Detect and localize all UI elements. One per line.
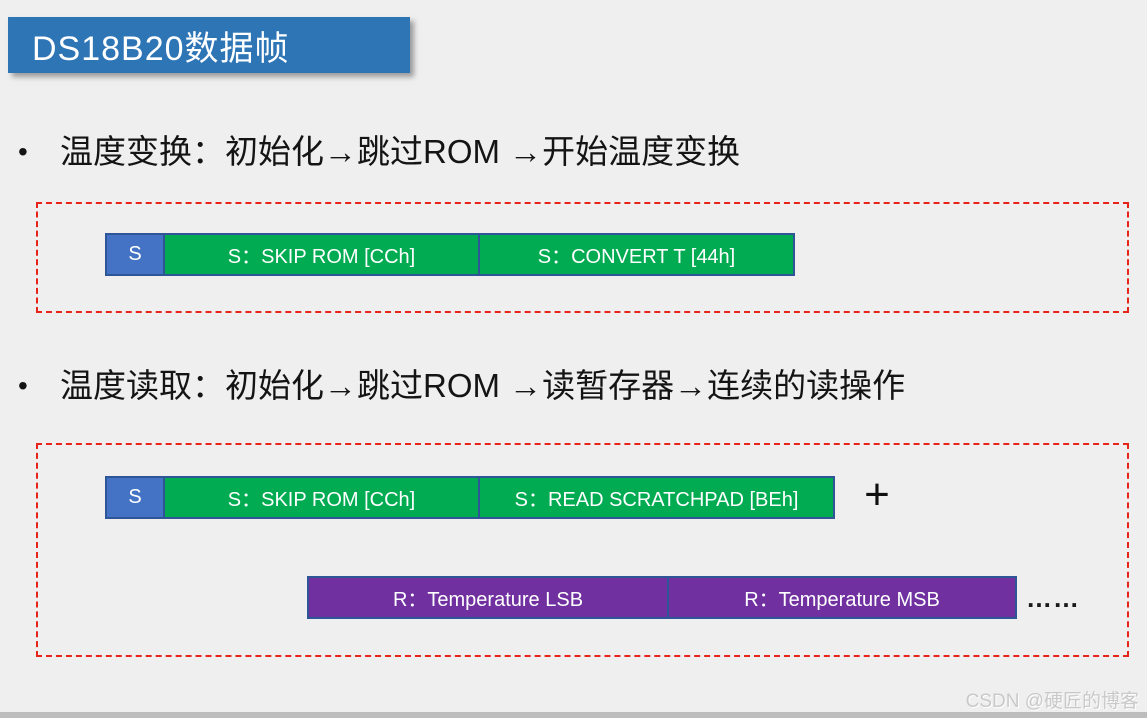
continuation-ellipsis: …… [1026,582,1080,613]
frame-cell-temperature-msb: R：Temperature MSB [667,578,1015,617]
frame-cell-start: S [107,478,163,517]
data-frame-convert: S S：SKIP ROM [CCh] S：CONVERT T [44h] [105,233,795,276]
bullet-item-temperature-read: • 温度读取：初始化→跳过ROM →读暂存器→连续的读操作 [18,364,905,408]
frame-box-convert [36,202,1129,313]
bullet-text-convert: 温度变换：初始化→跳过ROM →开始温度变换 [60,133,741,170]
page-title: DS18B20数据帧 [32,29,290,68]
data-frame-temperature-bytes: R：Temperature LSB R：Temperature MSB [307,576,1017,619]
bullet-marker: • [18,370,28,401]
frame-cell-temperature-lsb: R：Temperature LSB [309,578,667,617]
bullet-marker: • [18,136,28,167]
bullet-text-read: 温度读取：初始化→跳过ROM →读暂存器→连续的读操作 [60,367,906,404]
plus-sign: + [864,470,890,519]
data-frame-read: S S：SKIP ROM [CCh] S：READ SCRATCHPAD [BE… [105,476,835,519]
frame-cell-convert-t: S：CONVERT T [44h] [478,235,793,274]
bullet-item-temperature-convert: • 温度变换：初始化→跳过ROM →开始温度变换 [18,130,740,174]
frame-cell-skip-rom: S：SKIP ROM [CCh] [163,235,478,274]
frame-cell-start: S [107,235,163,274]
frame-box-read [36,443,1129,657]
frame-cell-skip-rom: S：SKIP ROM [CCh] [163,478,478,517]
watermark-text: CSDN @硬匠的博客 [965,691,1139,712]
title-banner: DS18B20数据帧 [8,17,410,73]
frame-cell-read-scratchpad: S：READ SCRATCHPAD [BEh] [478,478,833,517]
bottom-divider [0,712,1147,718]
